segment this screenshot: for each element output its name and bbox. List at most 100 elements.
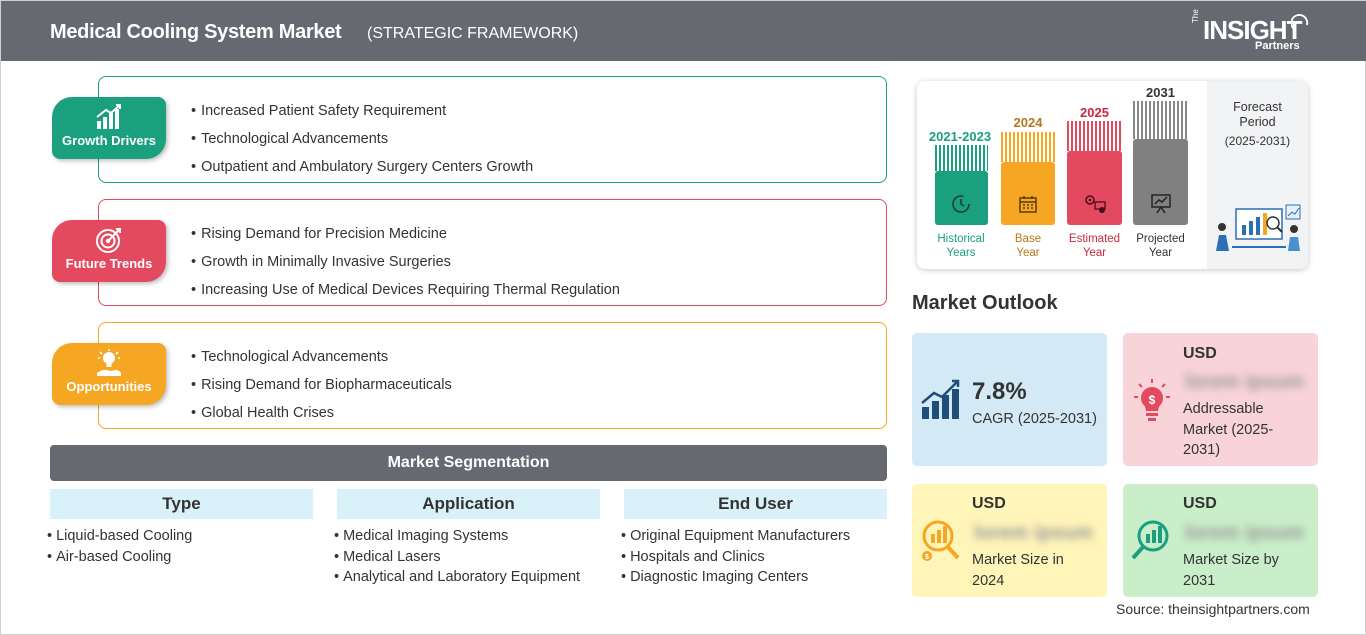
list-item: Medical Imaging Systems	[334, 526, 580, 547]
cagr-value: 7.8%	[972, 378, 1027, 405]
list-item: Air-based Cooling	[47, 547, 192, 568]
label-line: Projected	[1136, 233, 1185, 245]
magnifier-coins-icon: $	[922, 520, 960, 561]
growth-drivers-badge: Growth Drivers	[52, 97, 166, 159]
page-subtitle: (STRATEGIC FRAMEWORK)	[367, 25, 579, 42]
opportunities-badge: Opportunities	[52, 343, 166, 405]
segment-heading-application: Application	[337, 489, 600, 519]
list-item: Outpatient and Ambulatory Surgery Center…	[191, 153, 533, 181]
opportunities-box: Technological Advancements Rising Demand…	[98, 322, 887, 429]
cagr-label: CAGR (2025-2031)	[972, 411, 1097, 427]
label-line: Historical	[937, 233, 985, 245]
projected-bar-stripes	[1133, 101, 1188, 139]
insight-partners-logo: The INSIGHT Partners	[1191, 9, 1321, 55]
bar-chart-growth-icon	[96, 104, 121, 129]
timeline-year-estimated: 2025	[1080, 105, 1109, 120]
list-item: Technological Advancements	[191, 343, 452, 371]
addressable-label: Addressable Market (2025-2031)	[1183, 401, 1274, 458]
timeline-year-projected: 2031	[1146, 85, 1175, 100]
label-line: Year	[1082, 247, 1107, 259]
market-outlook-title: Market Outlook	[912, 292, 1058, 314]
base-bar-stripes	[1001, 132, 1055, 162]
list-item: Liquid-based Cooling	[47, 526, 192, 547]
label-line: Period	[1239, 115, 1276, 129]
size-2024-currency: USD	[972, 495, 1006, 512]
size-2031-label: Market Size by 2031	[1183, 552, 1279, 589]
segment-list-type: Liquid-based Cooling Air-based Cooling	[47, 526, 192, 567]
svg-text:$: $	[1149, 393, 1156, 407]
list-item: Rising Demand for Precision Medicine	[191, 220, 620, 248]
label-line: Years	[946, 247, 976, 259]
growth-drivers-box: Increased Patient Safety Requirement Tec…	[98, 76, 887, 183]
label-line: Year	[1016, 247, 1040, 259]
estimated-bar	[1067, 151, 1122, 225]
source-citation: Source: theinsightpartners.com	[1116, 601, 1310, 617]
market-segmentation-header: Market Segmentation	[50, 445, 887, 481]
label-line: Base	[1014, 233, 1042, 245]
addressable-market-card: $ USD lorem ipsum Addressable Market (20…	[1123, 333, 1318, 466]
lightbulb-dollar-icon: $	[1134, 379, 1170, 421]
segment-list-end-user: Original Equipment Manufacturers Hospita…	[621, 526, 850, 588]
timeline-year-historical: 2021-2023	[928, 129, 992, 144]
future-trends-box: Rising Demand for Precision Medicine Gro…	[98, 199, 887, 306]
list-item: Growth in Minimally Invasive Surgeries	[191, 248, 620, 276]
segment-list-application: Medical Imaging Systems Medical Lasers A…	[334, 526, 580, 588]
cagr-card: 7.8% CAGR (2025-2031)	[912, 333, 1107, 466]
label-line: Estimated	[1068, 233, 1121, 245]
history-clock-icon	[952, 195, 970, 213]
list-item: Increasing Use of Medical Devices Requir…	[191, 276, 620, 304]
calendar-icon	[1019, 196, 1037, 213]
logo-arc-icon	[1291, 14, 1309, 30]
list-item: Medical Lasers	[334, 547, 580, 568]
historical-bar	[935, 171, 988, 225]
list-item: Global Health Crises	[191, 399, 452, 427]
list-item: Rising Demand for Biopharmaceuticals	[191, 371, 452, 399]
label-line: Year	[1148, 247, 1173, 259]
historical-bar-stripes	[935, 145, 988, 171]
projection-board-icon	[1151, 194, 1171, 214]
base-bar	[1001, 162, 1055, 225]
estimated-bar-stripes	[1067, 121, 1122, 151]
growth-drivers-list: Increased Patient Safety Requirement Tec…	[191, 97, 533, 181]
projected-bar	[1133, 139, 1188, 225]
analytics-people-icon	[1216, 204, 1301, 251]
magnifier-chart-icon	[1131, 520, 1169, 560]
list-item: Technological Advancements	[191, 125, 533, 153]
size-2031-currency: USD	[1183, 495, 1217, 512]
forecast-period-range: (2025-2031)	[1224, 134, 1291, 148]
list-item: Hospitals and Clinics	[621, 547, 850, 568]
market-size-2031-card: USD lorem ipsum Market Size by 2031	[1123, 484, 1318, 597]
addressable-value-blurred: lorem ipsum	[1185, 371, 1304, 393]
list-item: Original Equipment Manufacturers	[621, 526, 850, 547]
segment-heading-type: Type	[50, 489, 313, 519]
estimate-gears-icon	[1085, 195, 1106, 213]
future-trends-label: Future Trends	[65, 256, 153, 271]
timeline-year-base: 2024	[1013, 115, 1043, 130]
logo-insight-text: INSIGHT	[1203, 15, 1302, 45]
growth-drivers-label: Growth Drivers	[62, 133, 156, 148]
opportunities-list: Technological Advancements Rising Demand…	[191, 343, 452, 427]
target-icon	[96, 228, 121, 253]
svg-text:$: $	[925, 554, 929, 561]
size-2031-value-blurred: lorem ipsum	[1185, 522, 1304, 544]
logo-the-text: The	[1191, 9, 1200, 23]
logo-partners-text: Partners	[1255, 40, 1300, 52]
future-trends-list: Rising Demand for Precision Medicine Gro…	[191, 220, 620, 304]
header-bar: Medical Cooling System Market (STRATEGIC…	[1, 1, 1366, 61]
size-2024-value-blurred: lorem ipsum	[974, 522, 1093, 544]
list-item: Analytical and Laboratory Equipment	[334, 567, 580, 588]
label-line: Forecast	[1233, 100, 1282, 114]
future-trends-badge: Future Trends	[52, 220, 166, 282]
size-2024-label: Market Size in 2024	[972, 552, 1064, 589]
addressable-currency: USD	[1183, 345, 1217, 362]
list-item: Diagnostic Imaging Centers	[621, 567, 850, 588]
lightbulb-hand-icon	[97, 349, 121, 376]
